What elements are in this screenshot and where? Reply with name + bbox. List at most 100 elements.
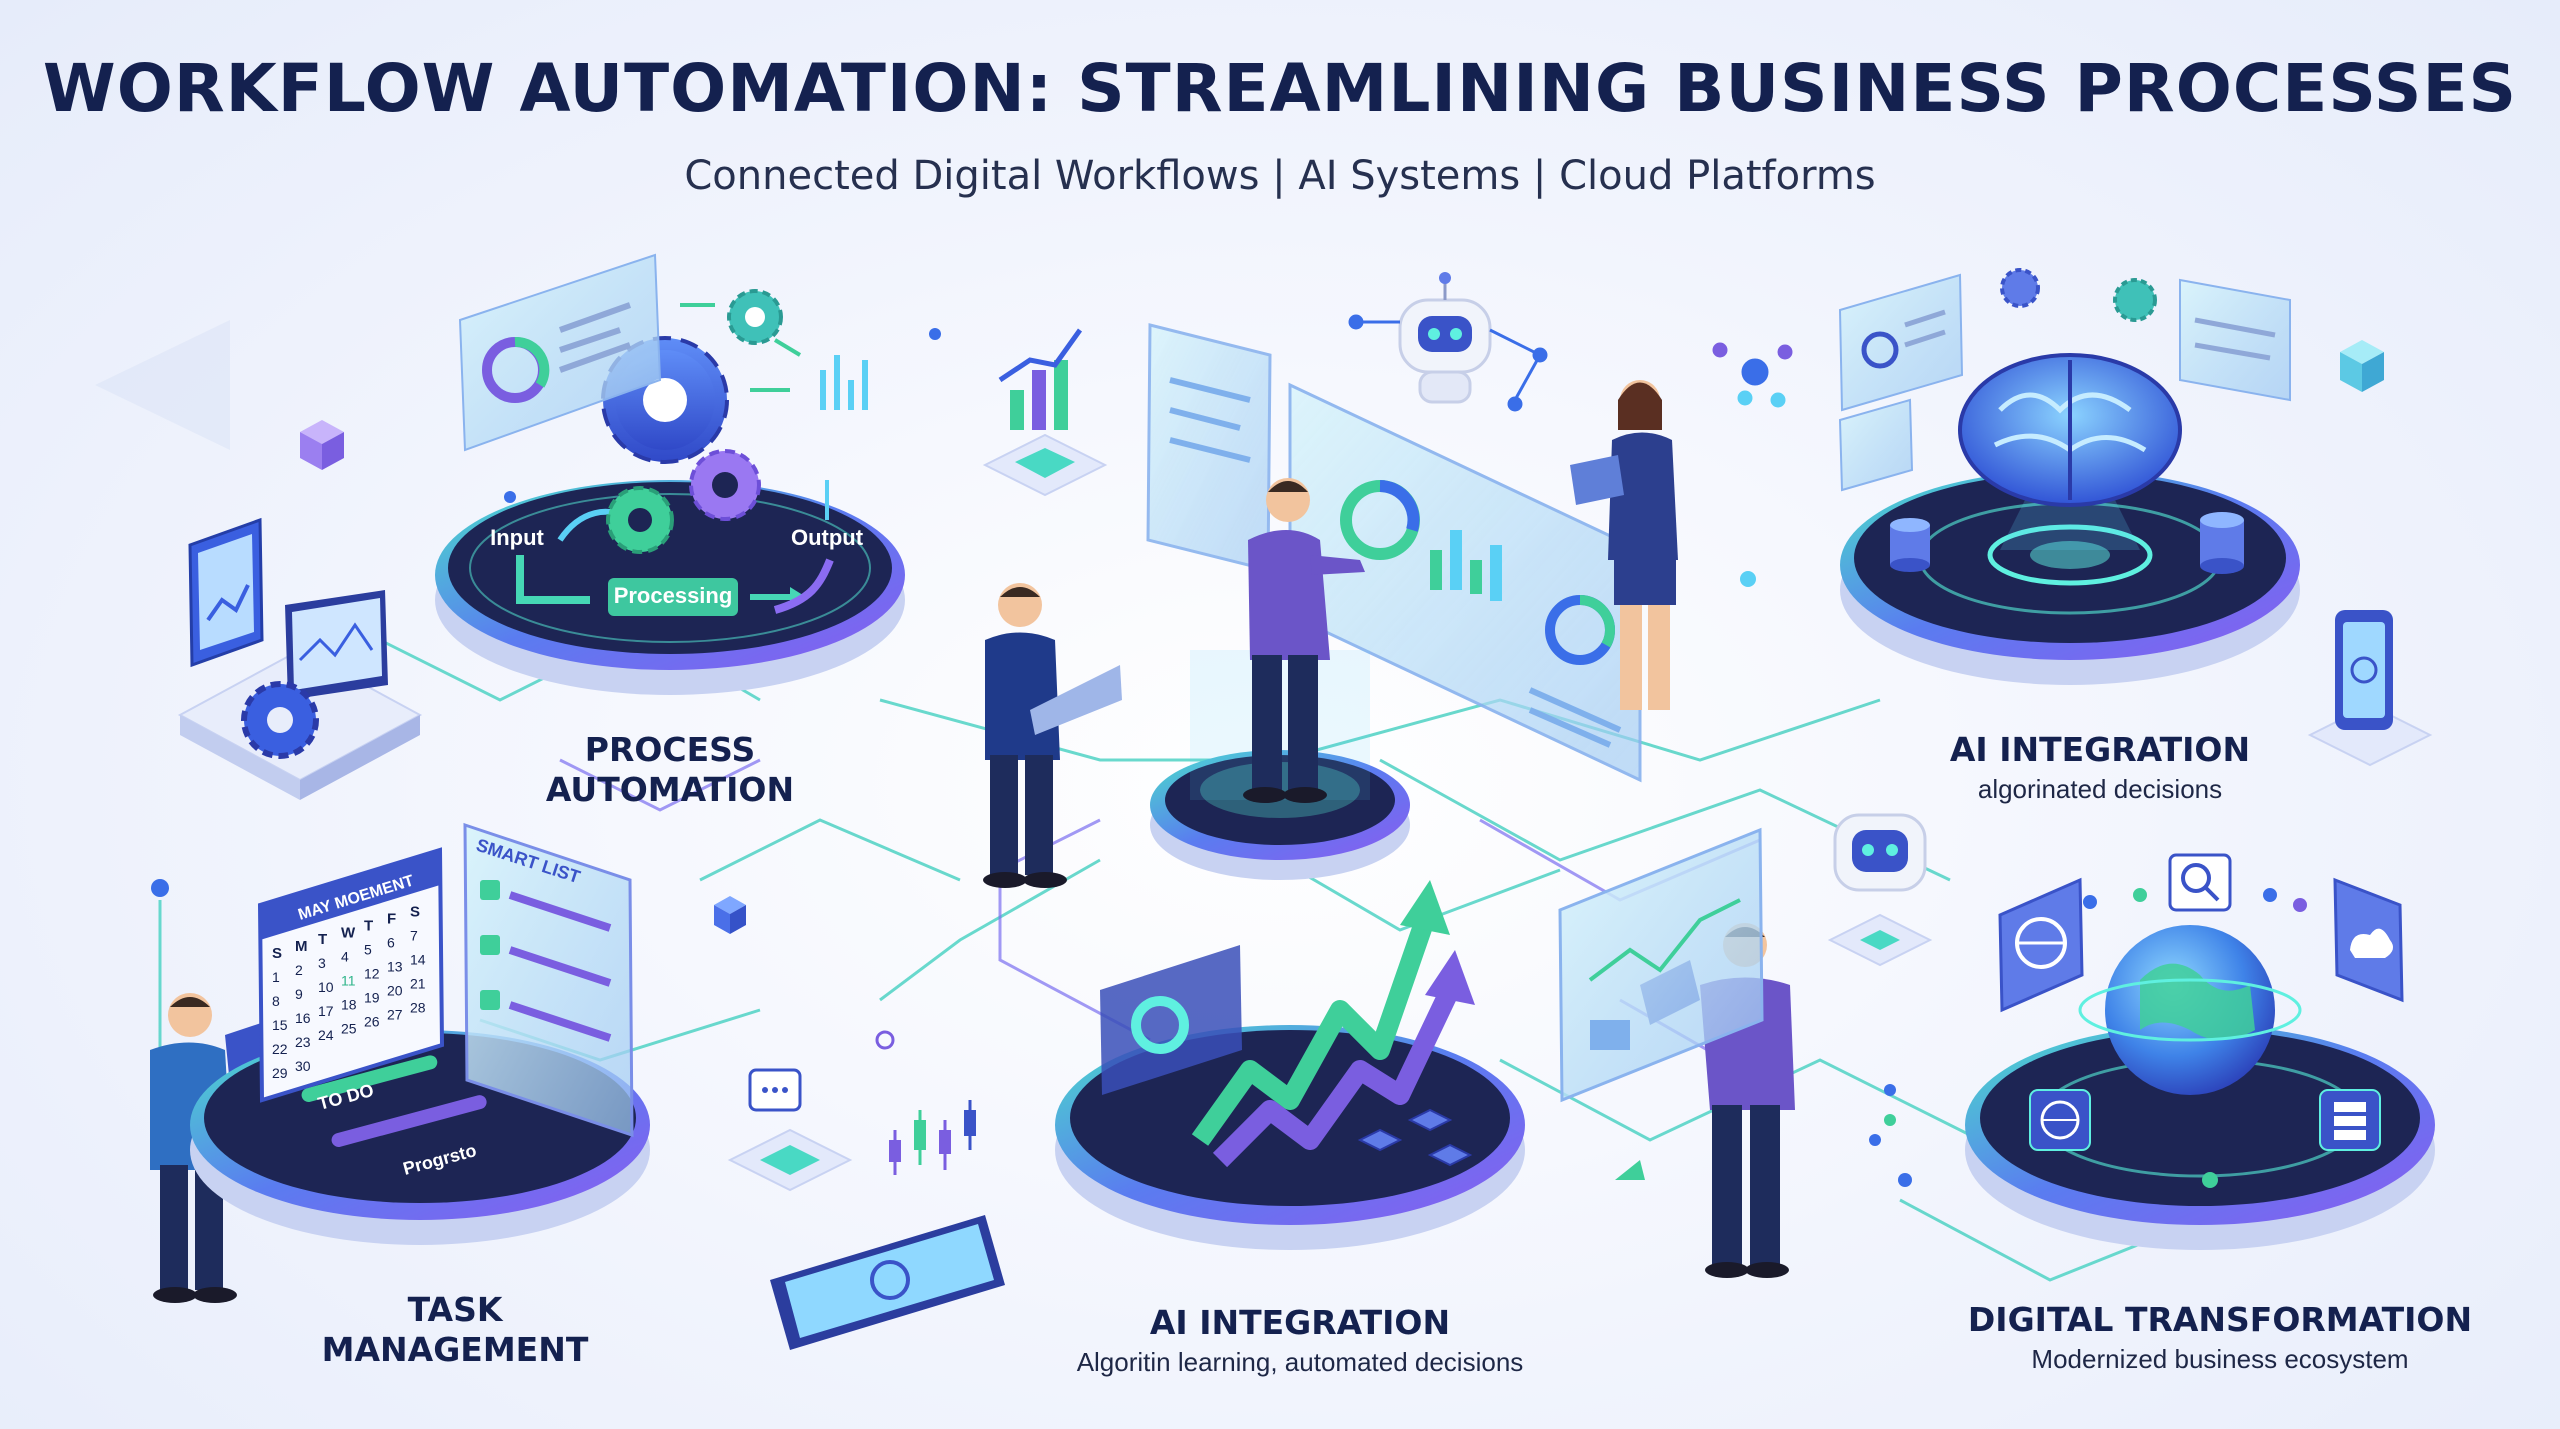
calendar-date[interactable]: 3 bbox=[318, 955, 326, 971]
ai-bottom-card bbox=[1100, 945, 1242, 1095]
calendar-date[interactable]: 8 bbox=[272, 993, 280, 1009]
calendar-date[interactable]: 20 bbox=[387, 983, 403, 999]
process-automation-platform: Processing Input Output bbox=[435, 480, 905, 695]
bar-chart-icon bbox=[820, 355, 868, 410]
calendar-date[interactable]: 18 bbox=[341, 996, 357, 1012]
smart-list-panel: SMART LIST bbox=[463, 822, 634, 1138]
gear-icons-top-right bbox=[2000, 268, 2157, 322]
calendar-date[interactable]: 1 bbox=[272, 969, 280, 985]
calendar-date[interactable]: 14 bbox=[410, 952, 426, 968]
calendar-date[interactable]: 4 bbox=[341, 948, 349, 964]
processing-box bbox=[608, 578, 738, 616]
label-digital-transformation: DIGITAL TRANSFORMATION Modernized busine… bbox=[1930, 1300, 2510, 1375]
calendar-date[interactable]: 5 bbox=[364, 941, 372, 957]
label-process-automation: PROCESS AUTOMATION bbox=[510, 730, 830, 810]
central-dashboard-screens bbox=[1146, 323, 1642, 783]
calendar-date[interactable]: 26 bbox=[364, 1013, 380, 1029]
growth-chart-icon bbox=[998, 328, 1083, 430]
growth-arrows bbox=[1191, 880, 1475, 1168]
ai-integration-bottom-desc: Algoritin learning, automated decisions bbox=[1076, 1347, 1524, 1377]
calendar-date[interactable]: 27 bbox=[387, 1007, 403, 1023]
digital-transformation-title: DIGITAL TRANSFORMATION bbox=[1967, 1300, 2473, 1339]
ai-floating-cards bbox=[1838, 273, 2291, 492]
header: WORKFLOW AUTOMATION: STREAMLINING BUSINE… bbox=[0, 50, 2560, 199]
calendar-date[interactable]: 15 bbox=[272, 1017, 288, 1033]
calendar-date[interactable]: 17 bbox=[318, 1003, 334, 1019]
page-subtitle: Connected Digital Workflows | AI Systems… bbox=[684, 153, 1876, 199]
calendar-weekday: M bbox=[295, 938, 308, 955]
label-task-management: TASK MANAGEMENT bbox=[290, 1290, 620, 1370]
cloud-card-icon bbox=[2333, 877, 2404, 1003]
ai-brain-platform bbox=[1840, 470, 2300, 685]
chatbot-icon bbox=[1827, 813, 1933, 967]
calendar-weekday: W bbox=[341, 924, 356, 941]
digital-transformation-desc: Modernized business ecosystem bbox=[2031, 1344, 2409, 1374]
gear-icon-blue bbox=[241, 681, 319, 759]
calendar-date[interactable]: 30 bbox=[295, 1058, 311, 1074]
task-management-line2: MANAGEMENT bbox=[321, 1330, 589, 1369]
ai-integration-top-title: AI INTEGRATION bbox=[1949, 730, 2251, 769]
person-woman-tablet bbox=[1570, 380, 1678, 710]
person-center-presenter bbox=[1243, 478, 1365, 803]
small-cube-tiles bbox=[1357, 1108, 1473, 1167]
processing-label: Processing bbox=[614, 583, 733, 608]
calendar-date[interactable]: 10 bbox=[318, 979, 334, 995]
brain-icon bbox=[1958, 353, 2182, 507]
candlestick-icon bbox=[889, 1100, 976, 1175]
input-label: Input bbox=[490, 525, 544, 550]
ai-integration-top-desc: algorinated decisions bbox=[1977, 774, 2223, 804]
robot-icon bbox=[1398, 272, 1492, 404]
dashboard-card bbox=[458, 253, 662, 452]
network-nodes-digital bbox=[1898, 888, 2307, 1188]
calendar-date[interactable]: 25 bbox=[341, 1020, 357, 1036]
process-automation-line2: AUTOMATION bbox=[545, 770, 795, 809]
calendar-date[interactable]: 2 bbox=[295, 962, 303, 978]
server-icon bbox=[2319, 1089, 2381, 1151]
search-icon bbox=[2168, 853, 2232, 912]
flow-arrows bbox=[680, 303, 802, 392]
gear-icon-small-purple bbox=[689, 449, 761, 521]
globe-small-icon bbox=[2029, 1089, 2091, 1151]
calendar-weekday: S bbox=[410, 904, 420, 921]
calendar-date[interactable]: 19 bbox=[364, 989, 380, 1005]
globe-icon bbox=[2078, 925, 2302, 1095]
calendar-date[interactable]: 16 bbox=[295, 1010, 311, 1026]
gear-icon-teal bbox=[727, 289, 783, 345]
left-nodes bbox=[151, 328, 1756, 1050]
process-automation-line1: PROCESS bbox=[584, 730, 756, 769]
right-dashboard-screen bbox=[1558, 827, 1764, 1103]
database-icon bbox=[1890, 512, 2244, 574]
person-left-laptop bbox=[983, 583, 1122, 888]
calendar-weekday: T bbox=[364, 917, 373, 934]
devices-platform bbox=[177, 517, 423, 800]
calendar-date[interactable]: 24 bbox=[318, 1027, 334, 1043]
calendar-date[interactable]: 6 bbox=[387, 935, 395, 951]
calendar-date[interactable]: 12 bbox=[364, 965, 380, 981]
globe-card-icon bbox=[1998, 877, 2084, 1013]
calendar-weekday: T bbox=[318, 931, 327, 948]
calendar-date[interactable]: 9 bbox=[295, 986, 303, 1002]
calendar-date[interactable]: 23 bbox=[295, 1034, 311, 1050]
label-ai-integration-top: AI INTEGRATION algorinated decisions bbox=[1880, 730, 2320, 805]
output-label: Output bbox=[791, 525, 864, 550]
gear-icon-small-green bbox=[606, 486, 674, 554]
calendar-date[interactable]: 13 bbox=[387, 959, 403, 975]
calendar-date[interactable]: 7 bbox=[410, 928, 418, 944]
calendar-weekday: F bbox=[387, 911, 396, 928]
network-nodes-top bbox=[1348, 314, 1793, 412]
calendar-weekday: S bbox=[272, 945, 282, 962]
calendar-date[interactable]: 28 bbox=[410, 1000, 426, 1016]
calendar-date[interactable]: 22 bbox=[272, 1041, 288, 1057]
network-nodes-right bbox=[1615, 1084, 1896, 1180]
chat-icon bbox=[727, 1068, 853, 1192]
small-platform-top bbox=[982, 433, 1108, 497]
label-ai-integration-bottom: AI INTEGRATION Algoritin learning, autom… bbox=[1020, 1303, 1580, 1378]
calendar-date[interactable]: 29 bbox=[272, 1065, 288, 1081]
calendar-date[interactable]: 21 bbox=[410, 976, 426, 992]
smartphone-icon bbox=[770, 1215, 1005, 1350]
calendar-date[interactable]: 11 bbox=[341, 972, 356, 988]
task-management-line1: TASK bbox=[407, 1290, 503, 1329]
